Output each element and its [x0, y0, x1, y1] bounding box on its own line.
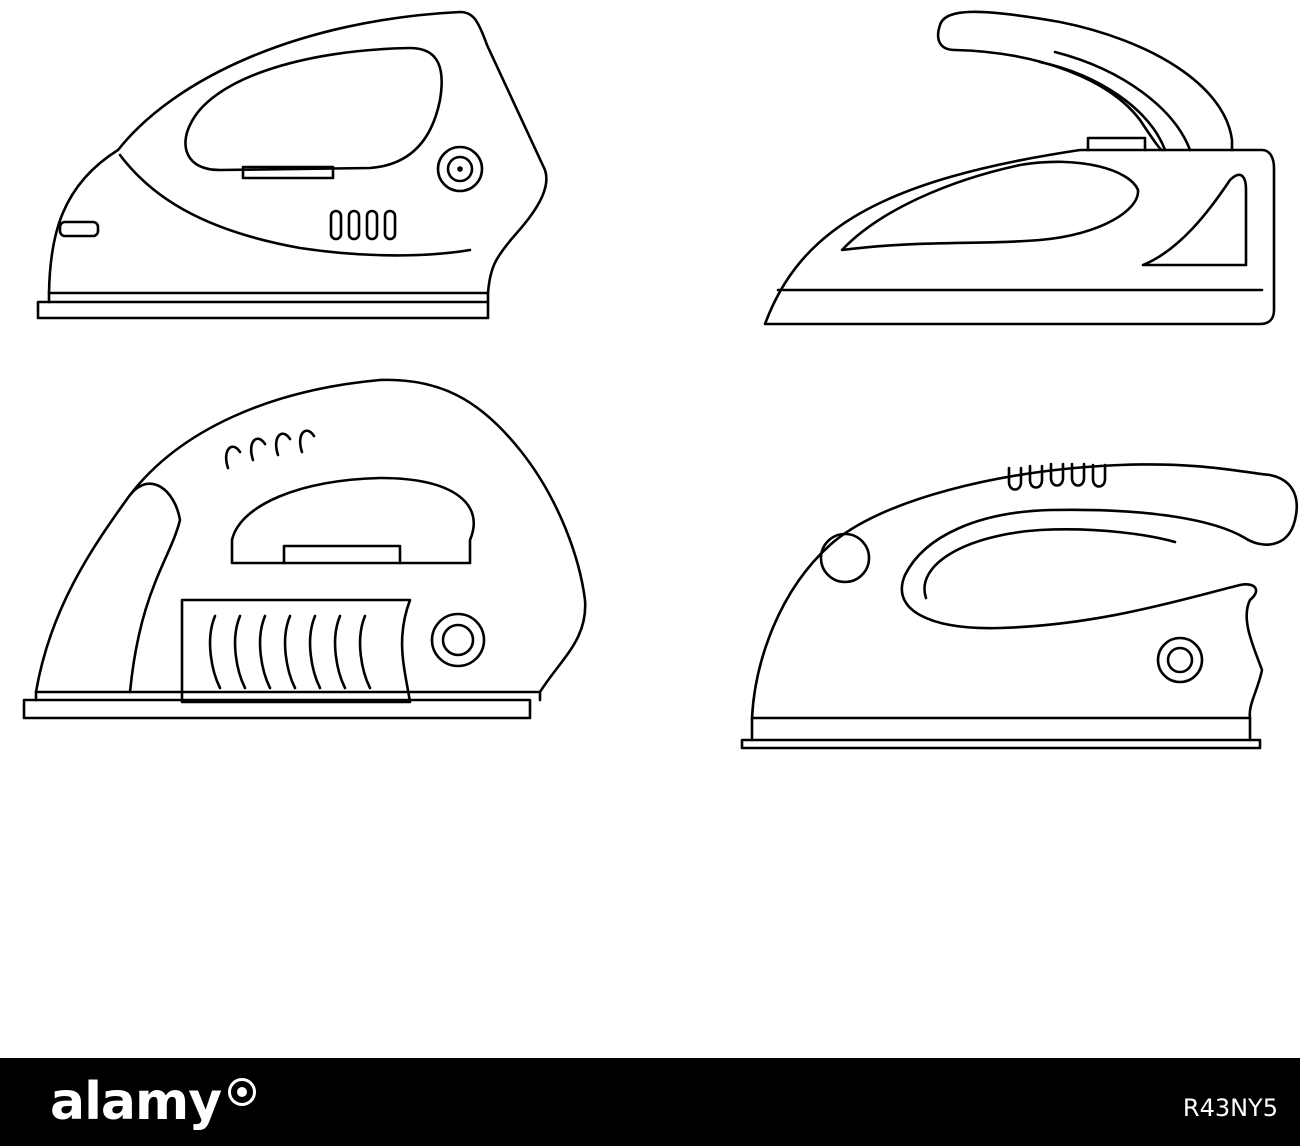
illustration-canvas	[22, 10, 1299, 750]
brand-logo-icon	[228, 1078, 256, 1106]
image-id-label: R43NY5	[1182, 1094, 1278, 1122]
watermark-bar: alamy R43NY5	[0, 1058, 1300, 1146]
round-button-iron-icon	[740, 462, 1299, 750]
high-handle-iron-icon	[763, 10, 1276, 326]
brand-logo: alamy	[50, 1072, 222, 1132]
vented-iron-icon	[22, 378, 587, 720]
steam-iron-icon	[36, 10, 548, 320]
